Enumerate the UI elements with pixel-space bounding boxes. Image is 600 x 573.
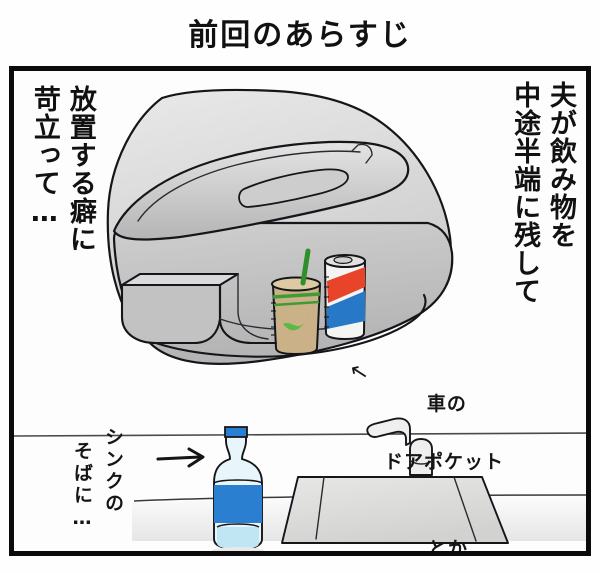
door-annotation: 車の ドアポケット とか… — [366, 361, 505, 556]
door-annotation-line1: 車の — [426, 393, 467, 415]
page-title: 前回のあらすじ — [188, 18, 412, 53]
door-annotation-line3: とか… — [428, 538, 489, 556]
faucet — [366, 417, 433, 476]
sink-annotation-line1: シンクの — [102, 427, 124, 515]
car-door-armrest — [112, 140, 410, 241]
panel-inner: 夫が飲み物を 中途半端に残して 放置する癖に 苛立って… ↖ 車の ドアポケット… — [14, 71, 586, 551]
dialogue-right: 夫が飲み物を 中途半端に残して — [509, 81, 576, 305]
car-door-illustration — [14, 88, 586, 551]
coffee-cup — [271, 248, 321, 355]
door-storage-pocket — [120, 272, 427, 358]
soda-can — [324, 254, 366, 340]
sink-annotation-arrow-icon — [156, 447, 205, 468]
door-annotation-line2: ドアポケット — [384, 451, 505, 473]
sink-annotation-line2: そばに… — [71, 441, 93, 532]
dialogue-left: 放置する癖に 苛立って… — [28, 85, 96, 253]
water-bottle — [210, 426, 266, 551]
sink-basin — [281, 476, 509, 544]
comic-panel: 夫が飲み物を 中途半端に残して 放置する癖に 苛立って… ↖ 車の ドアポケット… — [9, 66, 591, 556]
